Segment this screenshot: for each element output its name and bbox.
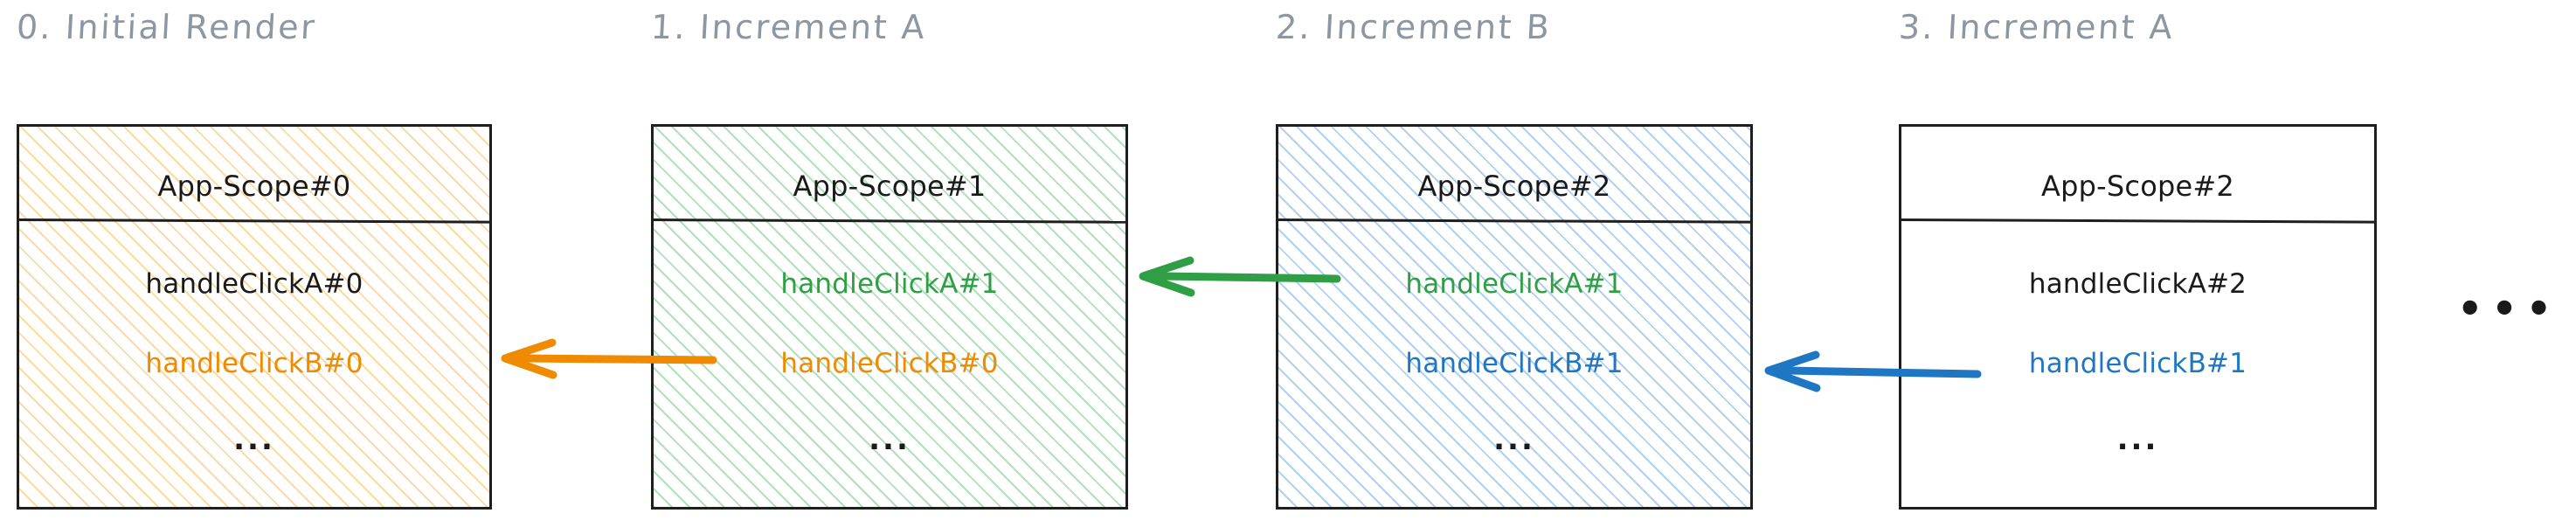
scope-box-3: App-Scope#2 handleClickA#2 handleClickB#…	[1899, 124, 2377, 510]
scope-row-ellipsis-0: ...	[233, 422, 275, 457]
panel-title-2: 2. Increment B	[1274, 8, 1553, 46]
scope-header-1: App-Scope#1	[793, 170, 987, 203]
panel-increment-a-3: 3. Increment A App-Scope#2 handleClickA#…	[1897, 0, 2377, 527]
scope-box-2: App-Scope#2 handleClickA#1 handleClickB#…	[1276, 124, 1753, 510]
scope-divider-0	[19, 218, 489, 224]
scope-header-2: App-Scope#2	[1417, 170, 1611, 203]
scope-header-3: App-Scope#2	[2041, 170, 2234, 203]
panel-initial-render: 0. Initial Render App-Scope#0 handleClic…	[15, 0, 492, 527]
scope-row-ellipsis-1: ...	[869, 422, 911, 457]
panel-title-1: 1. Increment A	[649, 8, 928, 46]
panel-increment-b-2: 2. Increment B App-Scope#2 handleClickA#…	[1274, 0, 1753, 527]
scope-row-handleclick-a-0: handleClickA#0	[145, 268, 364, 300]
scope-row-handleclick-a-2: handleClickA#1	[1405, 268, 1624, 300]
scope-row-handleclick-b-0: handleClickB#0	[145, 348, 364, 379]
panel-title-0: 0. Initial Render	[15, 8, 318, 46]
scope-divider-1	[654, 218, 1125, 224]
scope-row-handleclick-a-1: handleClickA#1	[780, 268, 999, 300]
scope-row-ellipsis-2: ...	[1493, 422, 1535, 457]
scope-header-0: App-Scope#0	[157, 170, 351, 203]
scope-divider-2	[1278, 218, 1750, 224]
panel-increment-a-1: 1. Increment A App-Scope#1 handleClickA#…	[649, 0, 1128, 527]
scope-divider-3	[1901, 218, 2374, 224]
trailing-ellipsis: •••	[2457, 285, 2561, 332]
scope-row-handleclick-b-1: handleClickB#0	[780, 348, 999, 379]
scope-row-handleclick-b-3: handleClickB#1	[2028, 348, 2247, 379]
panel-title-3: 3. Increment A	[1897, 8, 2176, 46]
scope-box-0: App-Scope#0 handleClickA#0 handleClickB#…	[17, 124, 492, 510]
scope-row-handleclick-b-2: handleClickB#1	[1405, 348, 1624, 379]
scope-row-handleclick-a-3: handleClickA#2	[2028, 268, 2247, 300]
scope-row-ellipsis-3: ...	[2116, 422, 2159, 457]
scope-box-1: App-Scope#1 handleClickA#1 handleClickB#…	[651, 124, 1128, 510]
